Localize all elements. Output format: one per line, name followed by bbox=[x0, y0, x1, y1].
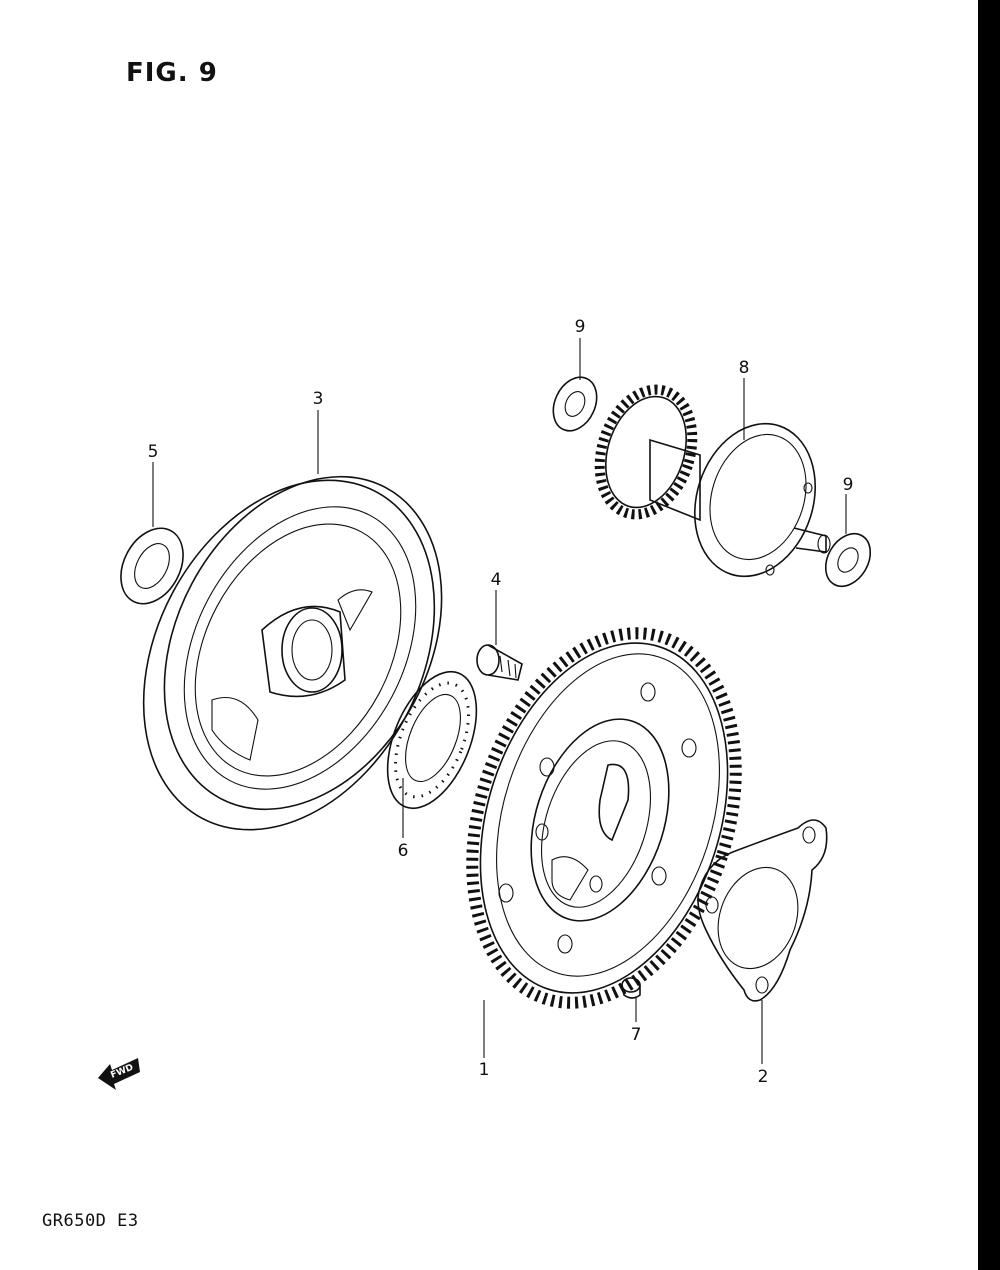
figure-title: FIG. 9 bbox=[126, 58, 218, 88]
callout-1: 1 bbox=[479, 1060, 490, 1080]
callout-9-right: 9 bbox=[843, 475, 854, 495]
leader-lines bbox=[152, 338, 847, 1064]
part-4-bolt bbox=[476, 644, 523, 681]
part-8-idle-gear-assembly bbox=[594, 384, 831, 578]
callout-9-top: 9 bbox=[575, 317, 586, 337]
callout-labels: 3 5 4 6 1 7 2 8 9 9 bbox=[148, 317, 854, 1087]
callout-2: 2 bbox=[758, 1067, 769, 1087]
part-3-clutch-housing bbox=[142, 475, 443, 831]
callout-6: 6 bbox=[398, 841, 409, 861]
fwd-arrow-icon: FWD bbox=[98, 1058, 140, 1090]
part-9-washer-top bbox=[552, 376, 598, 432]
callout-8: 8 bbox=[739, 358, 750, 378]
scan-edge bbox=[978, 0, 1000, 1270]
model-code: GR650D E3 bbox=[42, 1211, 139, 1231]
part-7-pin bbox=[621, 977, 641, 999]
part-1-driven-gear bbox=[466, 627, 742, 1009]
callout-4: 4 bbox=[491, 570, 502, 590]
part-6-thrust-washer bbox=[386, 670, 478, 810]
callout-5: 5 bbox=[148, 442, 159, 462]
part-2-retainer-plate bbox=[697, 819, 828, 1002]
part-9-washer-right bbox=[824, 532, 872, 588]
callout-3: 3 bbox=[313, 389, 324, 409]
part-5-washer bbox=[120, 527, 184, 605]
callout-7: 7 bbox=[631, 1025, 642, 1045]
